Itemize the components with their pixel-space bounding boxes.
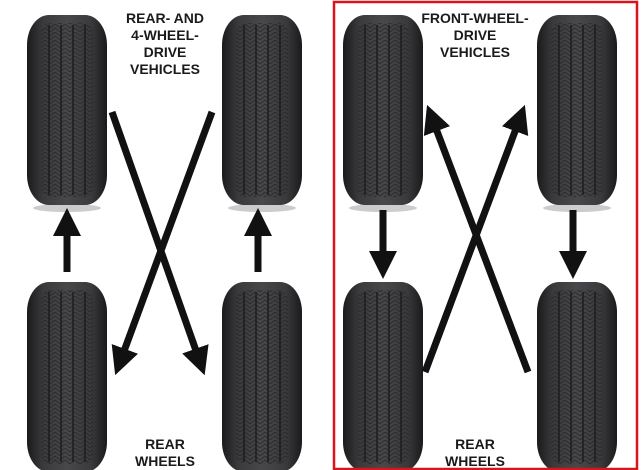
front-wheel-drive-panel-border [332,0,639,470]
tire-fwd-left-front [343,15,423,212]
arrow-left-front-to-right-rear-icon [108,110,209,376]
tire-right-rear [222,282,302,470]
tire-left-rear [27,282,107,470]
arrow-right-front-to-left-rear-icon [111,110,216,376]
tire-left-front [27,15,107,212]
arrow-fwd-right-rear-to-left-front-icon [423,104,532,374]
right-panel-title: FRONT-WHEEL- DRIVE VEHICLES [421,10,529,60]
left-panel-rear-wheels-label: REAR WHEELS [135,436,195,469]
right-panel-rear-wheels-label: REAR WHEELS [445,436,505,469]
tire-fwd-left-rear [343,282,423,470]
left-panel-title: REAR- AND 4-WHEEL- DRIVE VEHICLES [125,10,205,77]
tire-fwd-right-rear [537,282,617,470]
tire-fwd-right-front [537,15,617,212]
arrow-fwd-left-rear-to-right-front-icon [421,104,529,374]
tire-right-front [222,15,302,212]
